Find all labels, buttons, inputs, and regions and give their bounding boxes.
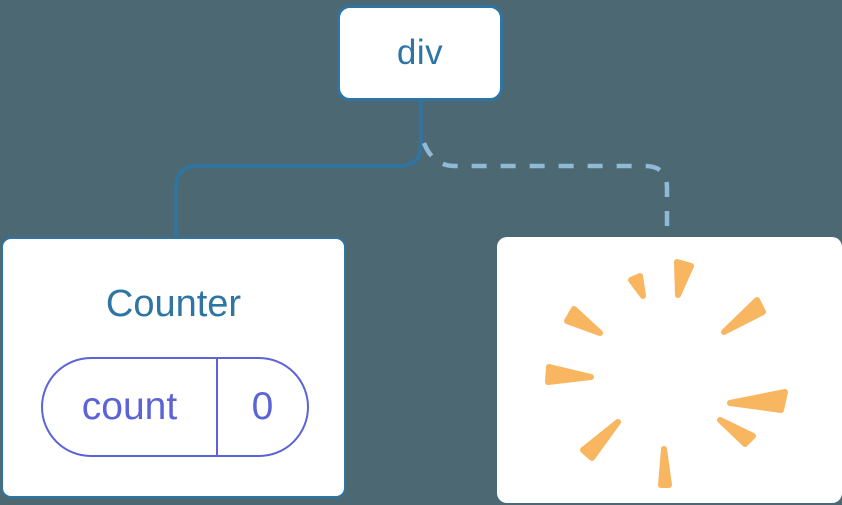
poof-icon [545,259,788,488]
edge-to-removed [421,142,670,240]
edge-to-counter [174,101,423,238]
root-node-div: div [337,5,503,101]
counter-card: Counter count 0 [1,237,346,498]
state-pill: count 0 [41,357,309,457]
root-node-label: div [396,33,444,72]
counter-card-title: Counter [105,283,242,325]
removed-card [497,237,842,503]
state-key-label: count [81,385,178,428]
state-value-label: 0 [216,359,307,455]
